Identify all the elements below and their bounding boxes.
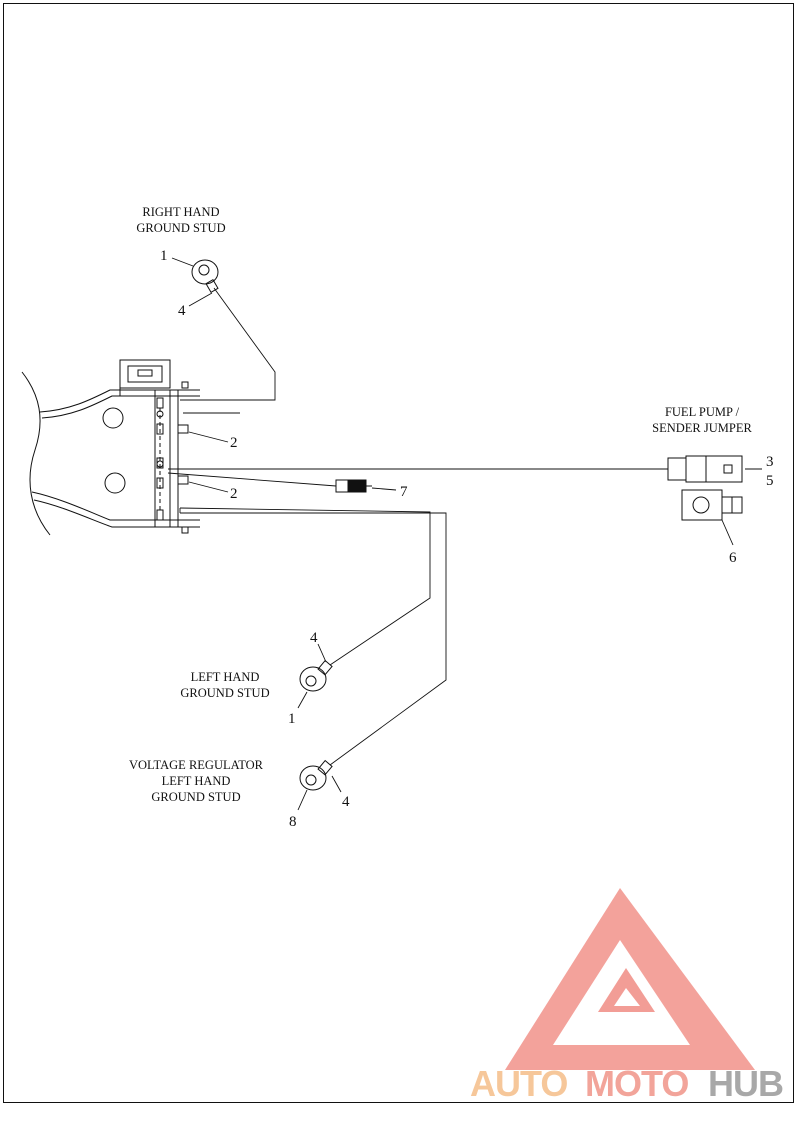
leader-lines xyxy=(171,257,762,811)
callout-clip-lower: 2 xyxy=(230,486,238,502)
rh-ring-terminal xyxy=(191,259,219,294)
terminal-lock-icon xyxy=(681,489,743,521)
inline-connector xyxy=(335,479,372,493)
automotohub-logo-icon xyxy=(505,888,755,1070)
callout-connector-lower: 5 xyxy=(766,473,774,489)
page-border xyxy=(3,3,794,1103)
callout-vr-ring: 8 xyxy=(289,814,297,830)
lh-ring-terminal xyxy=(299,659,333,692)
vr-ring-terminal xyxy=(299,759,333,791)
callout-inline-connector: 7 xyxy=(400,484,408,500)
callout-rh-ring: 1 xyxy=(160,248,168,264)
lh-ground-stud-label-line1: LEFT HAND xyxy=(191,670,260,684)
watermark-auto: AUTO xyxy=(470,1063,567,1104)
lh-ground-stud-label-line2: GROUND STUD xyxy=(180,686,269,700)
callout-lh-ring: 1 xyxy=(288,711,296,727)
watermark-hub: HUB xyxy=(708,1063,783,1104)
callout-connector-upper: 3 xyxy=(766,454,774,470)
callout-rh-sleeve: 4 xyxy=(178,303,186,319)
vr-ground-stud-label-line1: VOLTAGE REGULATOR xyxy=(129,758,264,772)
vr-ground-stud-label-line2: LEFT HAND xyxy=(162,774,231,788)
callout-vr-sleeve: 4 xyxy=(342,794,350,810)
fuel-pump-label-line2: SENDER JUMPER xyxy=(652,421,752,435)
frame-bracket xyxy=(21,359,200,536)
vr-ground-stud-label-line3: GROUND STUD xyxy=(151,790,240,804)
callout-lh-sleeve: 4 xyxy=(310,630,318,646)
rh-ground-stud-label-line1: RIGHT HAND xyxy=(142,205,219,219)
wire-harness xyxy=(167,287,668,766)
callout-clip-upper: 2 xyxy=(230,435,238,451)
watermark-text: AUTO MOTO HUB xyxy=(470,1063,784,1104)
fuel-pump-connector xyxy=(667,455,743,483)
rh-ground-stud-label-line2: GROUND STUD xyxy=(136,221,225,235)
callout-terminal-lock: 6 xyxy=(729,550,737,566)
fuel-pump-label-line1: FUEL PUMP / xyxy=(665,405,740,419)
watermark-moto: MOTO xyxy=(585,1063,688,1104)
